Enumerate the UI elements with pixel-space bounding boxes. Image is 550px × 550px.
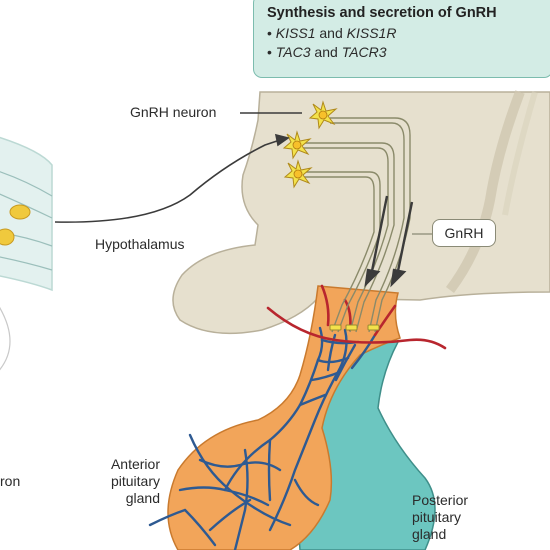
label-line: gland — [125, 490, 160, 506]
gene-tacr3: TACR3 — [341, 44, 387, 60]
anterior-pituitary-label: Anterior pituitary gland — [70, 456, 160, 507]
info-item-tac: • TAC3 and TACR3 — [267, 43, 540, 62]
gnrh-label: GnRH — [432, 219, 496, 247]
bullet: • — [267, 44, 272, 60]
label-line: pituitary — [412, 509, 462, 525]
inset-panel — [0, 136, 53, 371]
neuron-1 — [308, 100, 338, 130]
label-line: pituitary — [110, 473, 160, 489]
label-line: gland — [412, 526, 447, 542]
gene-kiss1r: KISS1R — [346, 25, 397, 41]
gnrh-neuron-label: GnRH neuron — [130, 104, 217, 120]
axon-terminals — [329, 324, 380, 331]
secretion-arrows — [364, 195, 414, 288]
gene-kiss1: KISS1 — [275, 25, 316, 41]
gene-tac3: TAC3 — [275, 44, 311, 60]
bullet: • — [267, 25, 272, 41]
hypothalamus-tissue — [172, 90, 550, 335]
gnrh-neurons — [282, 100, 338, 189]
label-line: Anterior — [110, 456, 160, 472]
label-line: Posterior — [412, 492, 469, 508]
neuron-2 — [282, 130, 312, 160]
hypothalamus-label: Hypothalamus — [95, 236, 185, 252]
anterior-pituitary-shape — [167, 285, 401, 550]
neuron-3 — [283, 159, 313, 189]
conjunction: and — [315, 25, 347, 41]
conjunction: and — [310, 44, 342, 60]
info-box-title: Synthesis and secretion of GnRH — [267, 5, 497, 21]
leader-lines — [54, 112, 432, 235]
posterior-pituitary-label: Posterior pituitary gland — [412, 492, 468, 543]
portal-vessels — [148, 326, 377, 550]
gnrh-synthesis-box: Synthesis and secretion of GnRH • KISS1 … — [253, 0, 550, 78]
cut-off-label: ron — [0, 473, 21, 489]
info-item-kiss: • KISS1 and KISS1R — [267, 24, 540, 43]
